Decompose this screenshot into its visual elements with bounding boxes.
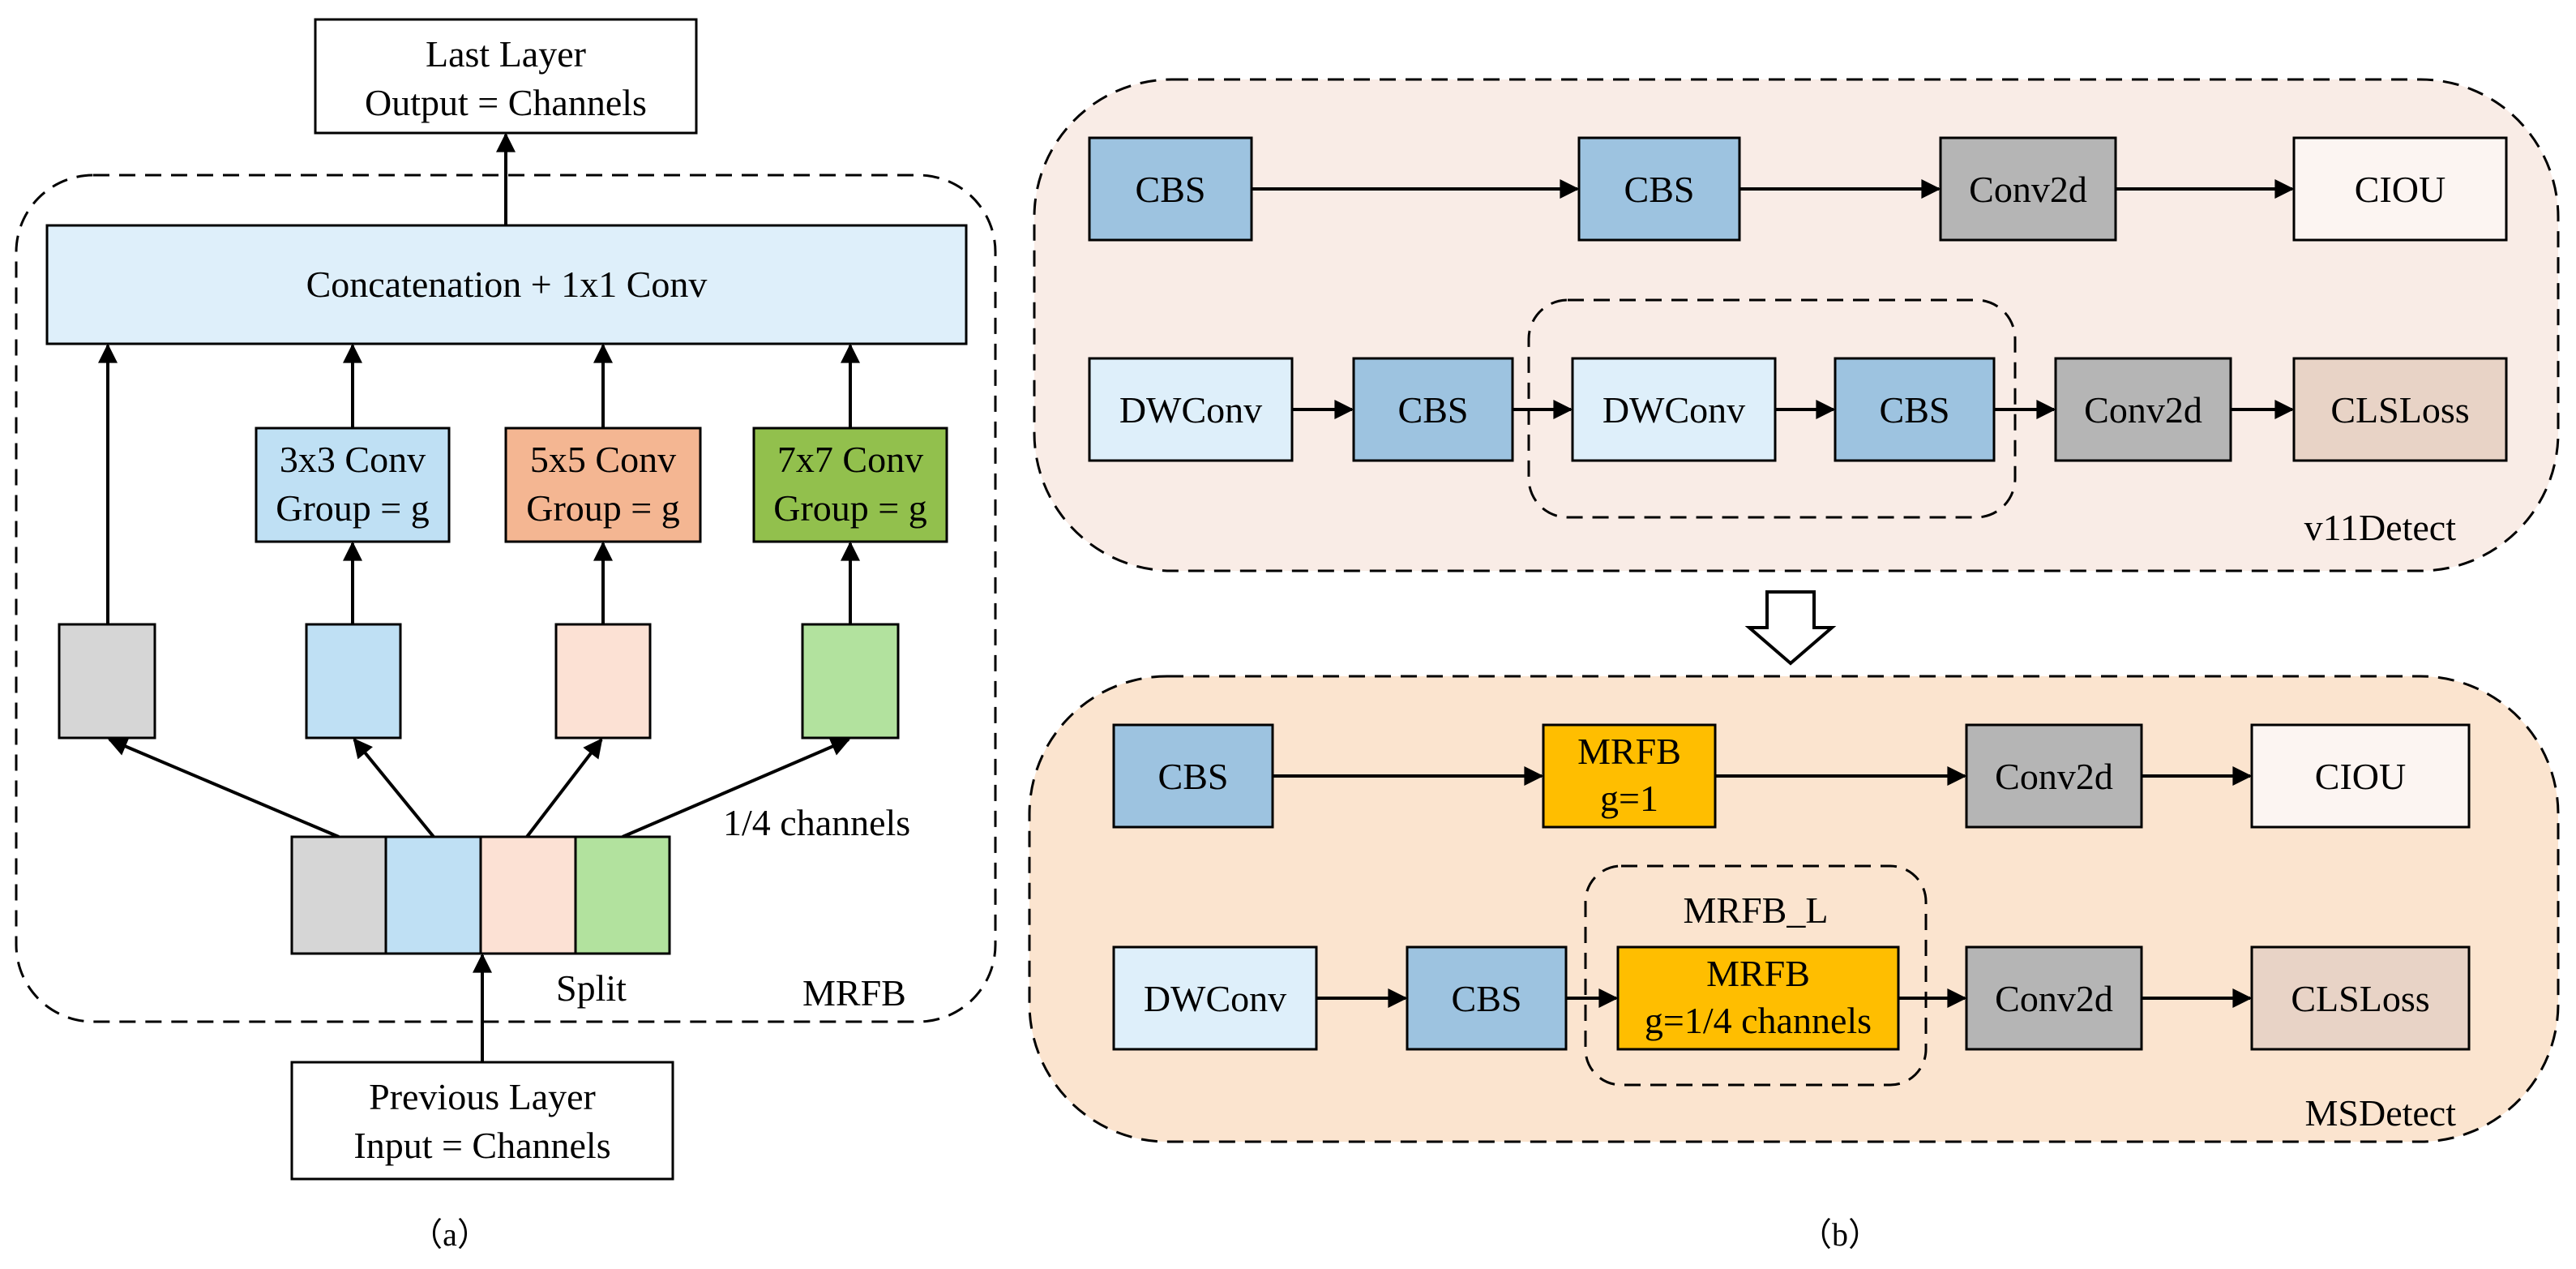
- panel-b-top: CBS CBS Conv2d CIOU DWConv CBS DWConv CB…: [1033, 78, 2560, 572]
- ms-cbs1-label: CBS: [1158, 756, 1229, 797]
- concat-conv-label: Concatenation + 1x1 Conv: [306, 264, 708, 305]
- ms-ciou-label: CIOU: [2315, 756, 2406, 797]
- transform-down-arrow: [1744, 590, 1837, 666]
- v11-conv2d1-box: [1939, 136, 2117, 242]
- ms-mrfb1-g-label: g=1: [1600, 778, 1658, 819]
- conv3-group-label: Group = g: [276, 487, 429, 529]
- conv5-group-label: Group = g: [526, 487, 679, 529]
- v11-cbs2-box: [1577, 136, 1741, 242]
- ms-dwconv-box: [1112, 945, 1318, 1051]
- split-green-seg: [574, 835, 671, 955]
- conv5-label: 5x5 Conv: [530, 439, 676, 480]
- split-peach-seg: [479, 835, 577, 955]
- v11-clsloss-box: [2292, 357, 2508, 462]
- v11-cbs3-label: CBS: [1398, 389, 1469, 431]
- ms-cbs2-box: [1406, 945, 1568, 1051]
- chunk-peach-box: [554, 623, 652, 740]
- ms-dwconv-label: DWConv: [1144, 978, 1286, 1019]
- conv3-label: 3x3 Conv: [280, 439, 426, 480]
- split-blue-seg: [384, 835, 482, 955]
- v11-clsloss-label: CLSLoss: [2330, 389, 2469, 431]
- ms-mrfb2-g-label: g=1/4 channels: [1645, 1000, 1872, 1041]
- v11-cbs4-label: CBS: [1880, 389, 1950, 431]
- v11-ciou-box: [2292, 136, 2508, 242]
- v11-cbs2-label: CBS: [1624, 169, 1695, 210]
- ms-conv2d1-label: Conv2d: [1995, 756, 2113, 797]
- caption-b: （b）: [1799, 1216, 1881, 1253]
- chunk-gray-box: [58, 623, 156, 740]
- ms-conv2d1-box: [1965, 723, 2143, 829]
- caption-a: （a）: [410, 1216, 490, 1253]
- panel-a: Last Layer Output = Channels Concatenati…: [15, 18, 997, 1253]
- v11-cbs1-label: CBS: [1136, 169, 1206, 210]
- ms-clsloss-label: CLSLoss: [2291, 978, 2429, 1019]
- previous-layer-label: Previous Layer: [369, 1076, 596, 1117]
- previous-layer-input-label: Input = Channels: [353, 1125, 610, 1166]
- arrow-split-to-blue: [353, 738, 435, 838]
- ms-mrfb1-box: [1542, 723, 1717, 829]
- ms-conv2d2-label: Conv2d: [1995, 978, 2113, 1019]
- ms-mrfb1-label: MRFB: [1577, 731, 1681, 772]
- mrfb-l-region: [1584, 864, 1928, 1087]
- v11-conv2d2-label: Conv2d: [2084, 389, 2202, 431]
- v11-dwconv1-box: [1088, 357, 1294, 462]
- arrow-split-to-green: [622, 737, 851, 838]
- ms-mrfb2-label: MRFB: [1706, 953, 1810, 994]
- split-gray-seg: [290, 835, 387, 955]
- concat-conv-box: [45, 224, 968, 345]
- msdetect-label: MSDetect: [2304, 1092, 2456, 1134]
- ms-conv2d2-box: [1965, 945, 2143, 1051]
- v11-dwconv2-box: [1571, 357, 1777, 462]
- mrfb-region: [15, 174, 997, 1023]
- v11-conv2d2-box: [2054, 357, 2232, 462]
- last-layer-label: Last Layer: [426, 33, 586, 75]
- v11-conv2d1-label: Conv2d: [1969, 169, 2087, 210]
- arrow-split-to-gray: [107, 737, 340, 838]
- chunk-green-box: [801, 623, 900, 740]
- ms-cbs1-box: [1112, 723, 1274, 829]
- conv7-group-label: Group = g: [773, 487, 926, 529]
- v11-cbs4-box: [1834, 357, 1996, 462]
- ms-ciou-box: [2250, 723, 2471, 829]
- previous-layer-box: [290, 1061, 674, 1181]
- chunk-blue-box: [305, 623, 402, 740]
- mrfb-l-label: MRFB_L: [1684, 890, 1829, 931]
- quarter-channels-label: 1/4 channels: [723, 802, 910, 843]
- v11-dwconv1-label: DWConv: [1119, 389, 1262, 431]
- split-label: Split: [556, 967, 627, 1009]
- v11-ciou-label: CIOU: [2355, 169, 2445, 210]
- arrow-split-to-peach: [525, 738, 603, 838]
- ms-clsloss-box: [2250, 945, 2471, 1051]
- v11-cbs1-box: [1088, 136, 1253, 242]
- panel-b-bottom: CBS MRFB g=1 Conv2d CIOU MRFB_L DWConv C…: [1028, 675, 2560, 1143]
- conv5-box: [504, 427, 702, 543]
- v11detect-label: v11Detect: [2304, 507, 2457, 548]
- v11-dwconv2-label: DWConv: [1603, 389, 1745, 431]
- mrfb-region-label: MRFB: [802, 972, 906, 1014]
- ms-cbs2-label: CBS: [1452, 978, 1522, 1019]
- v11-cbs3-box: [1352, 357, 1514, 462]
- conv7-label: 7x7 Conv: [777, 439, 923, 480]
- last-layer-output-label: Output = Channels: [365, 82, 647, 123]
